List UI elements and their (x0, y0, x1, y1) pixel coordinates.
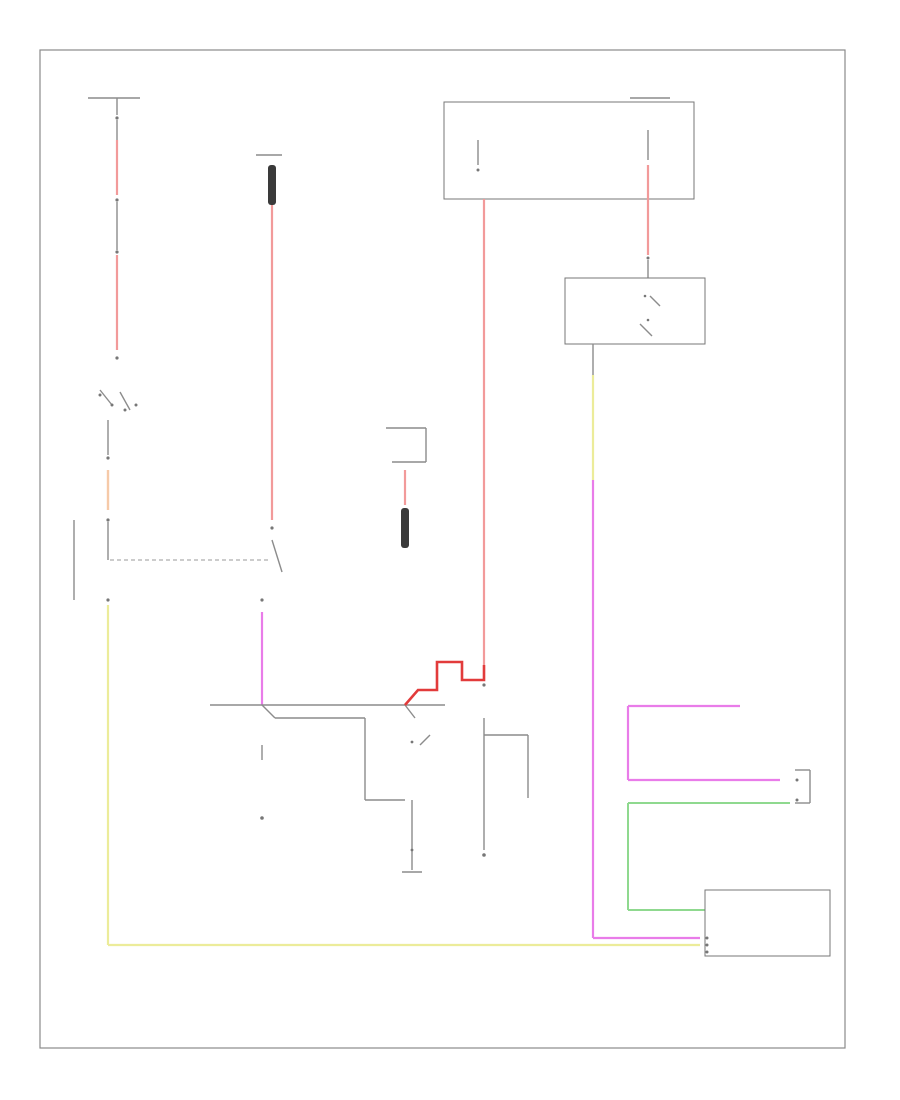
underhood-fuse-block (443, 101, 695, 200)
center-fuse-feed (256, 154, 283, 705)
starter-bus (210, 704, 445, 873)
diagram-frame (39, 49, 846, 1049)
relay-box (564, 277, 706, 345)
pcm-box (704, 889, 831, 957)
fuse-symbol (268, 165, 276, 205)
left-power-feed (73, 97, 700, 947)
right-modules (626, 704, 831, 957)
fuse-symbol-2 (401, 508, 409, 548)
power-distribution (404, 101, 695, 857)
right-relay (564, 97, 706, 940)
center-small-fuse (386, 427, 427, 548)
